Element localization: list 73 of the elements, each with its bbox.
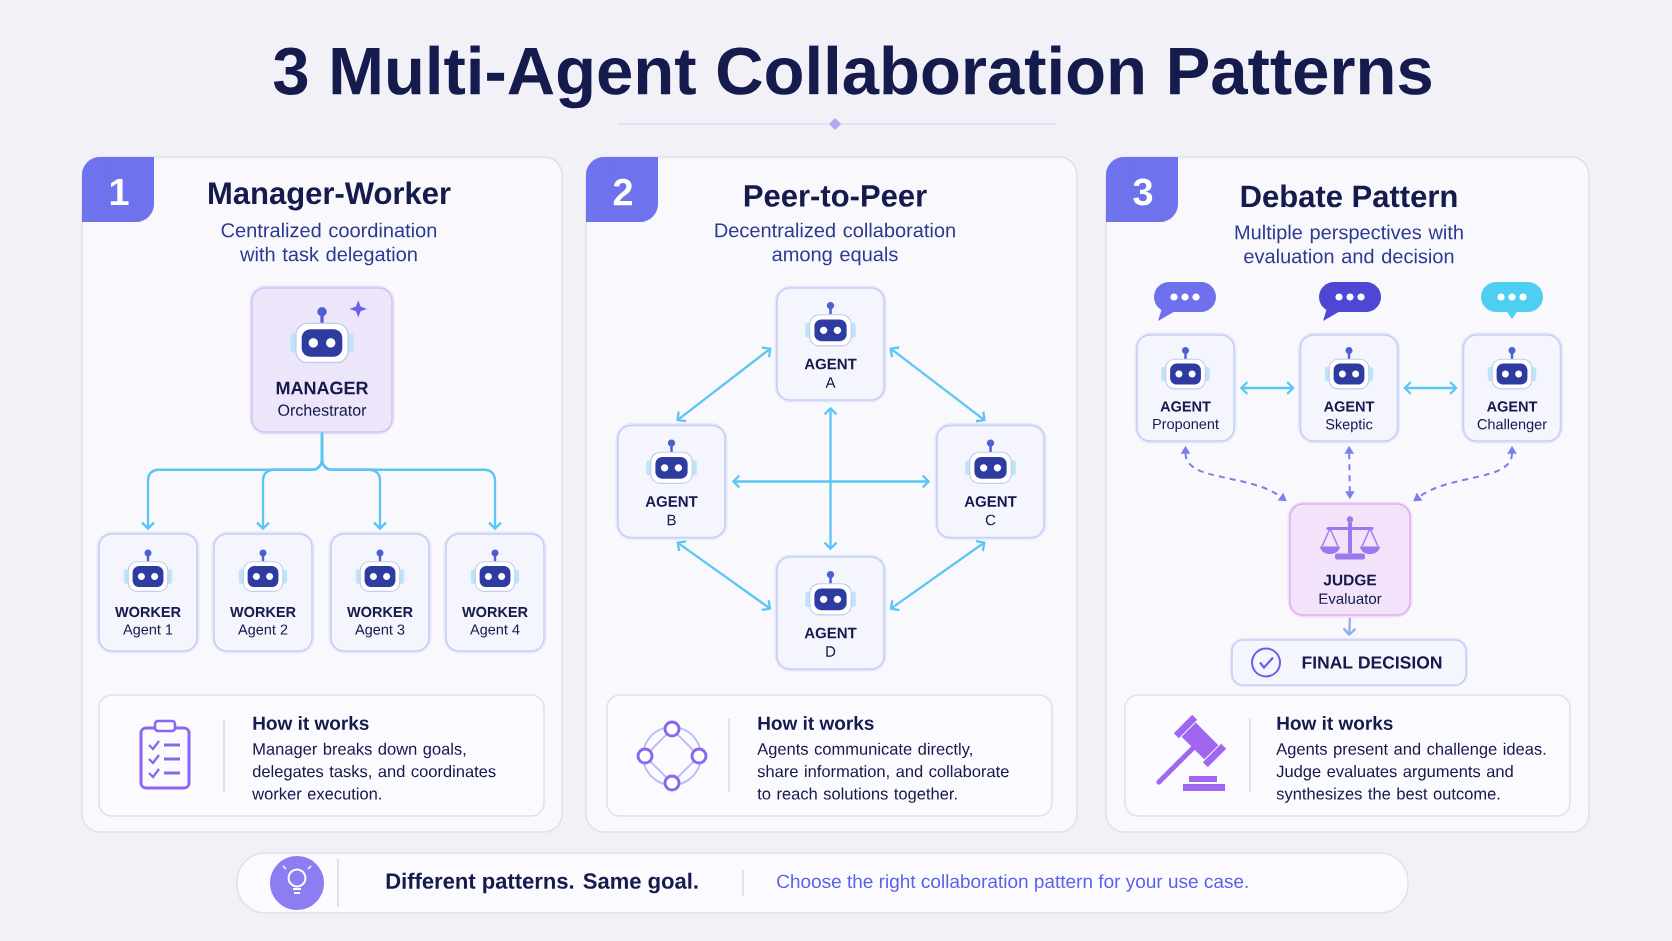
number-badge: 3 (1106, 157, 1178, 222)
agent-card (1134, 332, 1237, 444)
agent-card (211, 531, 315, 654)
result-label: FINAL DECISION (1302, 656, 1442, 669)
info-heading: How it works (253, 716, 369, 730)
card-subtitle: Proponent (1153, 419, 1219, 432)
arrow (889, 540, 986, 612)
card-title: AGENT (804, 627, 857, 639)
card-title: AGENT (804, 358, 857, 370)
card-subtitle: D (826, 646, 836, 657)
card-title: AGENT (645, 496, 698, 507)
arrow (320, 432, 502, 531)
arrow (1403, 381, 1458, 395)
agent-card (96, 531, 200, 654)
card-subtitle: Agent 1 (123, 624, 173, 638)
card-title: MANAGER (276, 381, 369, 395)
info-box (1124, 694, 1571, 817)
info-heading: How it works (1277, 716, 1393, 730)
arrow (676, 540, 772, 612)
card-title: WORKER (462, 606, 528, 618)
info-box (606, 694, 1053, 817)
panel-heading: Peer-to-Peer (744, 185, 927, 207)
card-subtitle: Orchestrator (278, 404, 367, 416)
number-badge: 2 (586, 157, 658, 222)
footer-bar (236, 852, 1409, 914)
number-badge: 1 (82, 157, 154, 222)
footer-note: Choose the right collaboration pattern for your use case. (777, 874, 1248, 892)
panel-subtitle: Multiple perspectives with evaluation and decision (1235, 224, 1463, 264)
card-subtitle: Evaluator (1319, 593, 1382, 604)
info-box (98, 694, 545, 817)
agent-card (774, 554, 887, 672)
info-text: Manager breaks down goals, delegates tasks, and coordinates worker execution. (252, 742, 496, 800)
card-subtitle: Challenger (1477, 418, 1547, 433)
agent-card (249, 285, 395, 435)
info-text: Agents communicate directly, share information, and collaborate to reach solutions together. (757, 742, 1009, 803)
info-text: Agents present and challenge ideas. Judge evaluates arguments and synthesizes the best outcome. (1276, 742, 1546, 803)
panel-subtitle: Decentralized collaboration among equals (715, 222, 955, 266)
card-title: AGENT (1160, 401, 1211, 412)
card-title: WORKER (347, 606, 413, 618)
arrow (889, 346, 986, 423)
result-box (1230, 638, 1468, 687)
card-title: AGENT (1487, 401, 1538, 412)
arrow (731, 474, 931, 489)
arrow (676, 346, 772, 423)
agent-card (615, 423, 728, 540)
card-title: JUDGE (1323, 574, 1377, 586)
agent-card (1461, 332, 1563, 444)
panel-heading: Debate Pattern (1241, 184, 1457, 208)
agent-card (774, 285, 887, 403)
card-title: WORKER (230, 606, 296, 618)
tagline: Different patterns. Same goal. (386, 872, 698, 894)
title: 3 Multi-Agent Collaboration Patterns (273, 45, 1431, 109)
panel-heading: Manager-Worker (209, 181, 451, 211)
arrow (1239, 381, 1295, 395)
card-title: AGENT (1324, 401, 1375, 412)
card-subtitle: C (985, 514, 996, 526)
card-subtitle: A (825, 377, 836, 388)
panel-subtitle: Centralized coordination with task delegation (221, 222, 437, 266)
card-subtitle: B (667, 514, 676, 526)
card-subtitle: Agent 2 (238, 624, 288, 638)
agent-card (934, 423, 1047, 540)
card-subtitle: Agent 4 (470, 624, 520, 638)
agent-card (328, 531, 432, 654)
card-title: AGENT (964, 496, 1017, 507)
agent-card (1298, 332, 1400, 444)
card-title: WORKER (115, 606, 181, 618)
agent-card (443, 531, 547, 654)
card-subtitle: Agent 3 (355, 624, 405, 638)
card-subtitle: Skeptic (1325, 418, 1373, 433)
arrow (1342, 617, 1357, 637)
agent-card (1287, 501, 1413, 618)
info-heading: How it works (758, 716, 874, 730)
arrow (823, 406, 838, 551)
